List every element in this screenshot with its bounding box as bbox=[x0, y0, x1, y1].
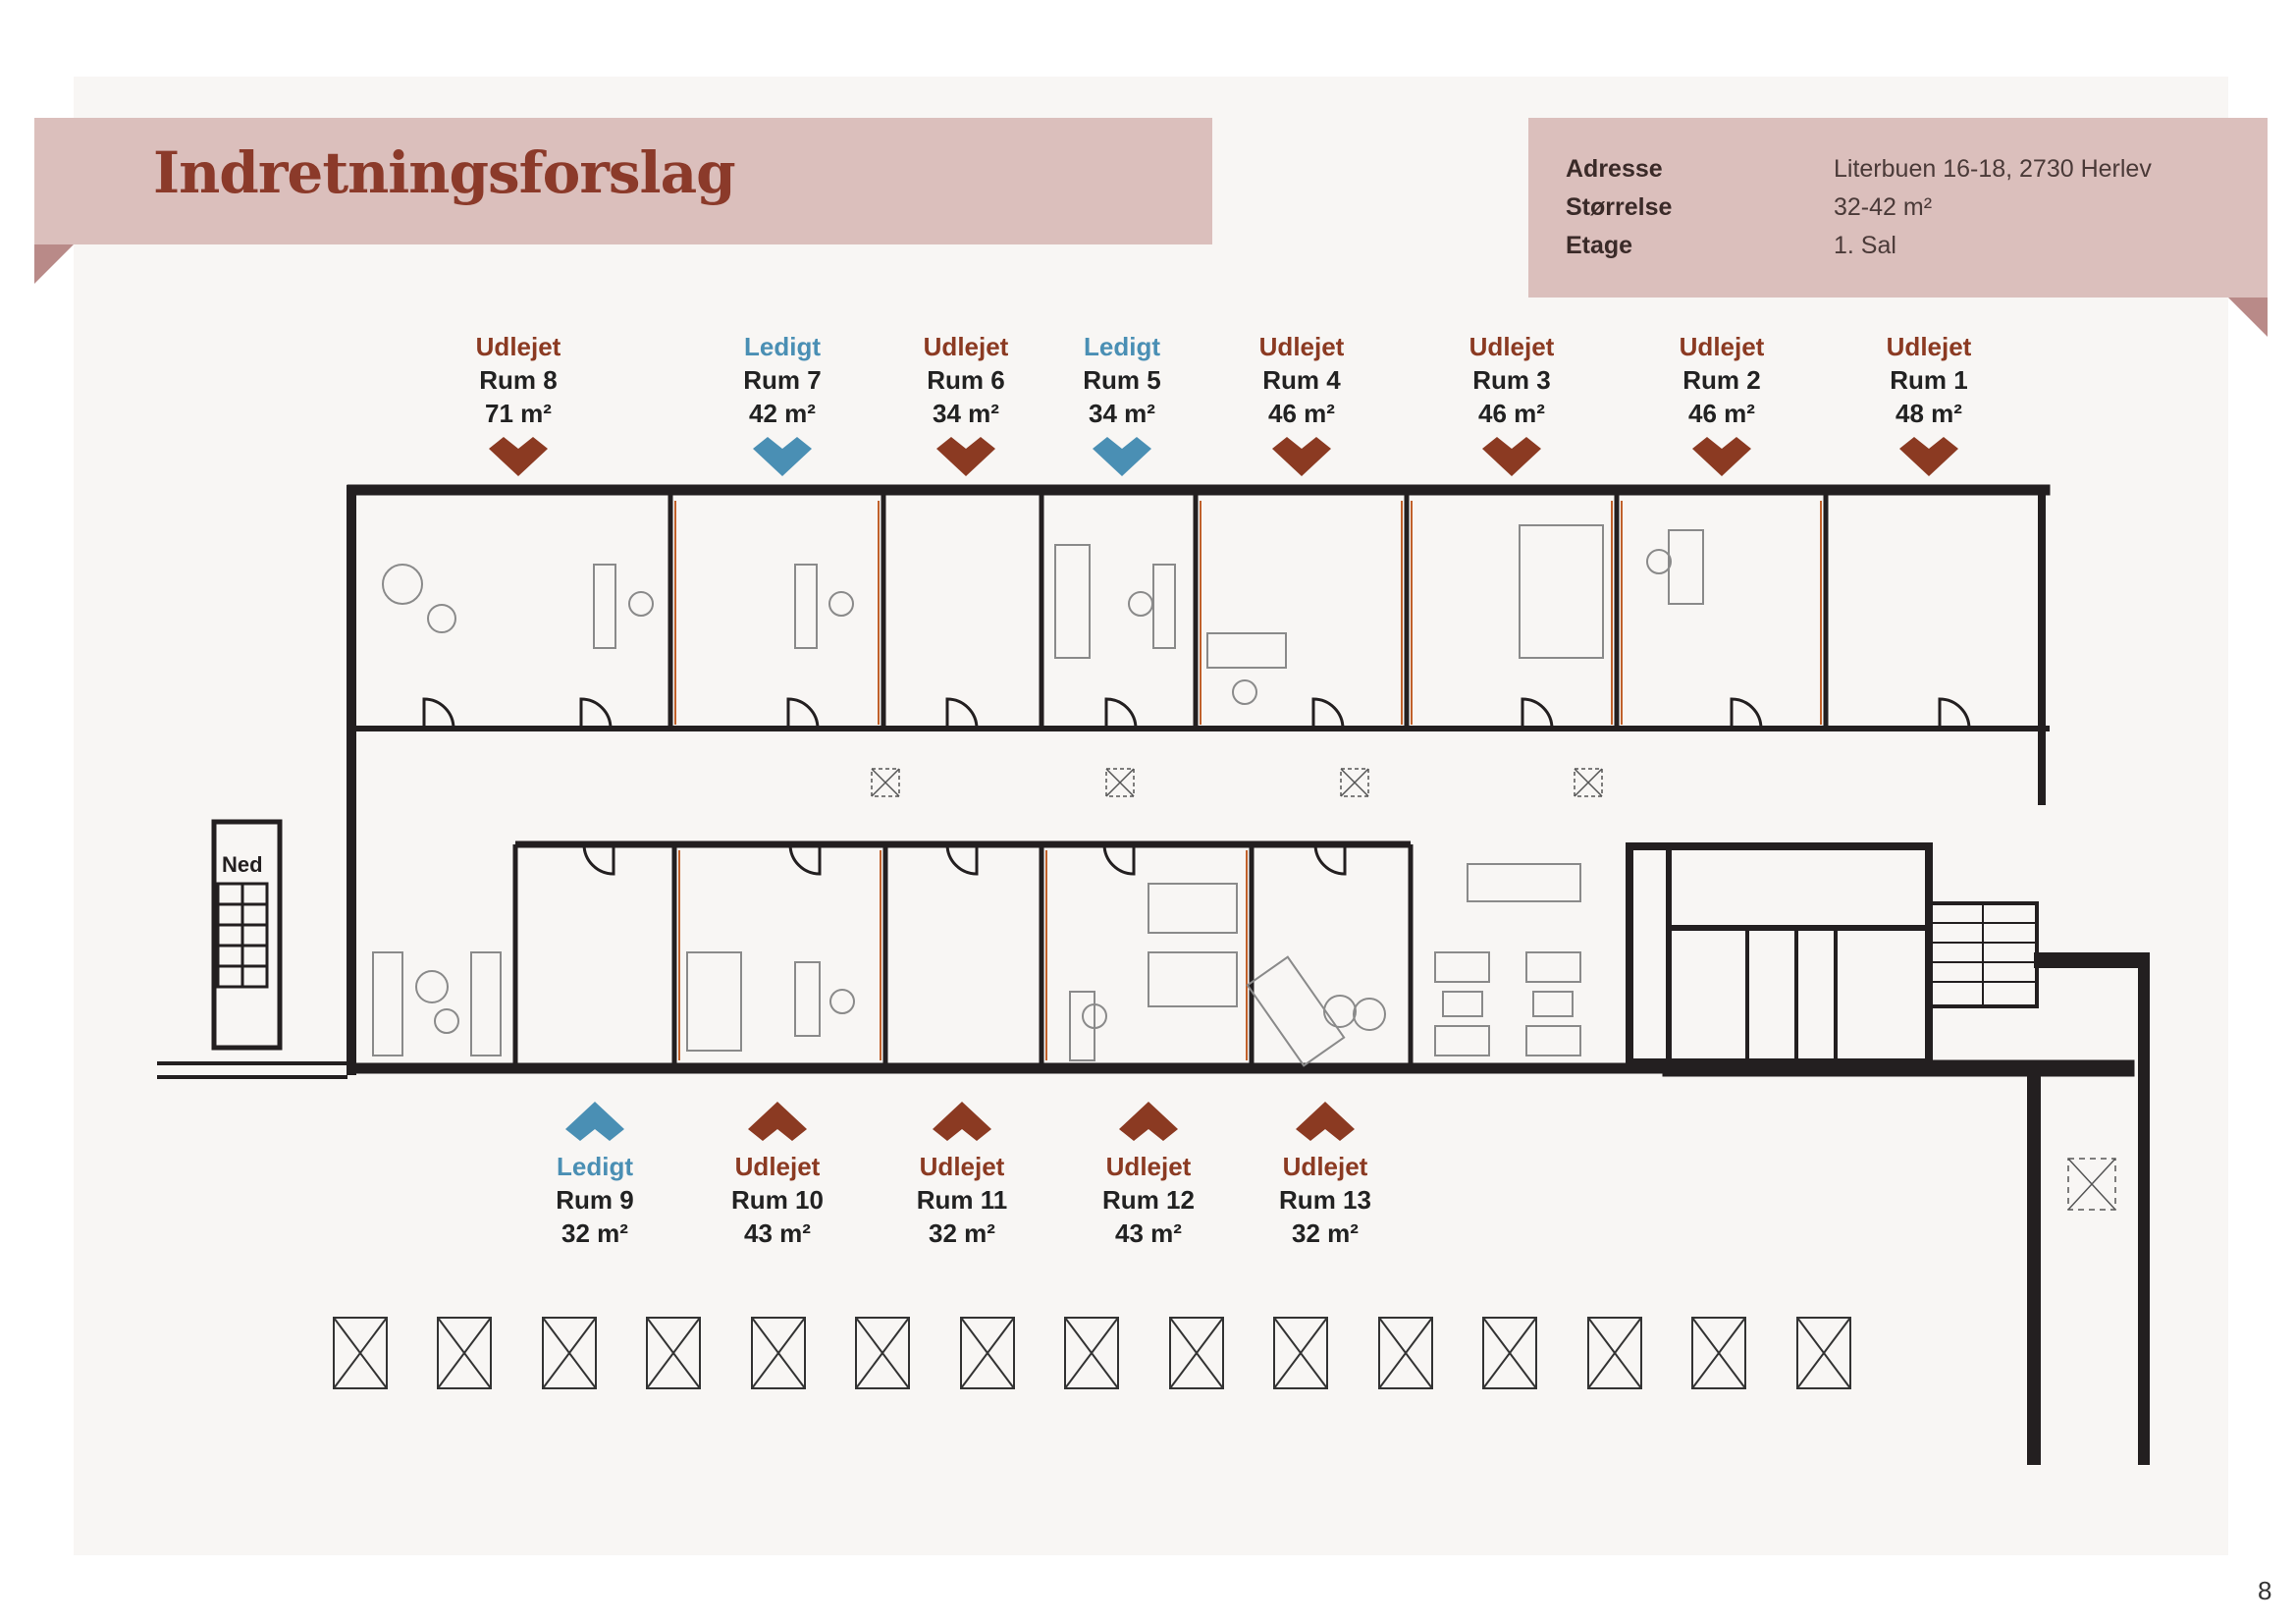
room-name: Rum 12 bbox=[1102, 1185, 1195, 1215]
arrow-up-icon bbox=[1119, 1102, 1178, 1141]
room-status: Ledigt bbox=[557, 1152, 633, 1181]
room-name: Rum 1 bbox=[1890, 365, 1968, 395]
room-status: Udlejet bbox=[734, 1152, 821, 1181]
room-area: 48 m² bbox=[1896, 399, 1962, 428]
info-row-address: Adresse Literbuen 16-18, 2730 Herlev bbox=[1566, 155, 2152, 184]
arrow-up-icon bbox=[1296, 1102, 1355, 1141]
room-name: Rum 10 bbox=[731, 1185, 824, 1215]
room-status: Udlejet bbox=[1282, 1152, 1368, 1181]
page-title: Indretningsforslag bbox=[153, 139, 736, 206]
arrow-down-icon bbox=[1899, 437, 1958, 476]
info-row-size: Størrelse 32-42 m² bbox=[1566, 193, 1932, 222]
room-status: Udlejet bbox=[1105, 1152, 1192, 1181]
info-box: Adresse Literbuen 16-18, 2730 Herlev Stør… bbox=[1528, 118, 2268, 298]
info-label: Adresse bbox=[1566, 155, 1663, 183]
info-value: 1. Sal bbox=[1834, 232, 1896, 259]
room-area: 34 m² bbox=[933, 399, 999, 428]
arrow-down-icon bbox=[1482, 437, 1541, 476]
info-row-floor: Etage 1. Sal bbox=[1566, 232, 1896, 260]
room-status: Udlejet bbox=[919, 1152, 1005, 1181]
info-label: Etage bbox=[1566, 232, 1633, 259]
room-area: 71 m² bbox=[485, 399, 552, 428]
room-area: 32 m² bbox=[561, 1218, 628, 1248]
room-area: 46 m² bbox=[1268, 399, 1335, 428]
room-name: Rum 6 bbox=[927, 365, 1005, 395]
arrow-down-icon bbox=[753, 437, 812, 476]
room-area: 43 m² bbox=[744, 1218, 811, 1248]
room-name: Rum 7 bbox=[743, 365, 822, 395]
info-fold bbox=[2228, 298, 2268, 337]
info-value: Literbuen 16-18, 2730 Herlev bbox=[1834, 155, 2152, 183]
room-name: Rum 13 bbox=[1279, 1185, 1371, 1215]
room-name: Rum 3 bbox=[1472, 365, 1551, 395]
room-status: Udlejet bbox=[1679, 332, 1765, 361]
room-area: 46 m² bbox=[1478, 399, 1545, 428]
room-status: Udlejet bbox=[1886, 332, 1972, 361]
room-status: Udlejet bbox=[475, 332, 561, 361]
info-label: Størrelse bbox=[1566, 193, 1673, 221]
banner-fold bbox=[34, 244, 74, 284]
room-area: 34 m² bbox=[1089, 399, 1155, 428]
arrow-up-icon bbox=[933, 1102, 991, 1141]
room-name: Rum 11 bbox=[916, 1185, 1008, 1215]
room-area: 46 m² bbox=[1688, 399, 1755, 428]
title-banner: Indretningsforslag bbox=[34, 118, 1212, 244]
info-value: 32-42 m² bbox=[1834, 193, 1933, 221]
room-status: Ledigt bbox=[744, 332, 821, 361]
page-number: 8 bbox=[2258, 1576, 2272, 1605]
room-name: Rum 4 bbox=[1262, 365, 1341, 395]
room-status: Udlejet bbox=[1258, 332, 1345, 361]
room-status: Udlejet bbox=[923, 332, 1009, 361]
arrow-down-icon bbox=[1692, 437, 1751, 476]
room-name: Rum 2 bbox=[1682, 365, 1761, 395]
room-name: Rum 9 bbox=[556, 1185, 634, 1215]
room-name: Rum 5 bbox=[1083, 365, 1161, 395]
stair-label: Ned bbox=[222, 852, 263, 877]
room-area: 32 m² bbox=[929, 1218, 995, 1248]
room-status: Ledigt bbox=[1084, 332, 1160, 361]
room-area: 42 m² bbox=[749, 399, 816, 428]
room-name: Rum 8 bbox=[479, 365, 558, 395]
arrow-up-icon bbox=[565, 1102, 624, 1141]
furniture bbox=[372, 524, 1704, 1067]
room-area: 43 m² bbox=[1115, 1218, 1182, 1248]
arrow-up-icon bbox=[748, 1102, 807, 1141]
parking-spaces bbox=[333, 1317, 1851, 1389]
arrow-down-icon bbox=[936, 437, 995, 476]
room-area: 32 m² bbox=[1292, 1218, 1359, 1248]
ceiling-lights bbox=[871, 768, 2116, 1211]
arrow-down-icon bbox=[489, 437, 548, 476]
arrow-down-icon bbox=[1272, 437, 1331, 476]
room-status: Udlejet bbox=[1468, 332, 1555, 361]
walls bbox=[157, 484, 2150, 1465]
arrow-down-icon bbox=[1093, 437, 1151, 476]
doors bbox=[422, 697, 1971, 876]
curtains bbox=[674, 501, 1822, 1060]
page-background bbox=[74, 77, 2228, 1555]
